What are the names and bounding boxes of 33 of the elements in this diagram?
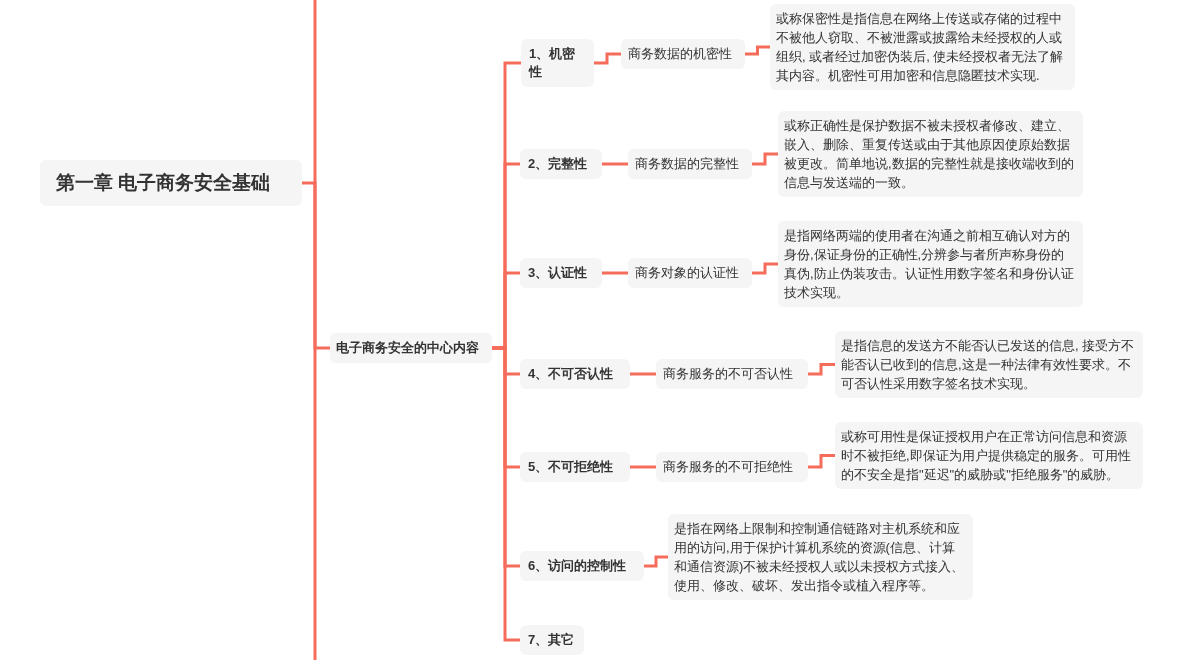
description-box: 或称正确性是保护数据不被未授权者修改、建立、嵌入、删除、重复传送或由于其他原因使原始数据被更改。简单地说,数据的完整性就是接收端收到的信息与发送端的一致。 — [778, 111, 1083, 197]
main-topic-box: 电子商务安全的中心内容 — [330, 333, 492, 363]
connector-line — [602, 271, 628, 275]
connector-line — [808, 454, 835, 469]
category-box: 4、不可否认性 — [520, 359, 630, 389]
description-box: 是指在网络上限制和控制通信链路对主机系统和应用的访问,用于保护计算机系统的资源(信息、计算和通信资源)不被未经授权人或以未授权方式接入、使用、修改、破坏、发出指令或植入程序等。 — [668, 514, 973, 600]
category-box: 1、机密性 — [521, 39, 594, 87]
connector-line — [630, 465, 656, 469]
connector-line — [302, 181, 330, 350]
subtopic-box: 商务服务的不可拒绝性 — [656, 452, 808, 482]
description-box: 是指信息的发送方不能否认已发送的信息, 接受方不能否认已收到的信息,这是一种法律有效性要求。不可否认性采用数字签名技术实现。 — [835, 331, 1143, 398]
subtopic-box: 商务对象的认证性 — [628, 258, 752, 288]
category-box: 3、认证性 — [520, 258, 602, 288]
description-box: 是指网络两端的使用者在沟通之前相互确认对方的身份,保证身份的正确性,分辨参与者所声称身份的真伪,防止伪装攻击。认证性用数字签名和身份认证技术实现。 — [778, 221, 1083, 307]
connector-line — [594, 52, 621, 65]
category-box: 6、访问的控制性 — [520, 551, 644, 581]
category-box: 2、完整性 — [520, 149, 602, 179]
subtopic-box: 商务服务的不可否认性 — [656, 359, 808, 389]
connector-line — [752, 262, 778, 275]
connector-line — [630, 372, 656, 376]
root-topic-box: 第一章 电子商务安全基础 — [40, 160, 302, 206]
subtopic-box: 商务数据的机密性 — [621, 39, 745, 69]
description-box: 或称可用性是保证授权用户在正常访问信息和资源时不被拒绝,即保证为用户提供稳定的服务。可用性的不安全是指"延迟"的威胁或"拒绝服务"的威胁。 — [835, 422, 1143, 489]
connector-line — [492, 346, 520, 642]
subtopic-box: 商务数据的完整性 — [628, 149, 752, 179]
connector-line — [644, 555, 668, 568]
connector-line — [602, 162, 628, 166]
connector-line — [745, 45, 770, 56]
description-box: 或称保密性是指信息在网络上传送或存储的过程中不被他人窃取、不被泄露或披露给未经授权的人或组织, 或者经过加密伪装后, 使未经授权者无法了解其内容。机密性可用加密和信息隐匿技术实现. — [770, 4, 1075, 90]
connector-line — [752, 152, 778, 166]
category-box: 7、其它 — [520, 625, 584, 655]
category-box: 5、不可拒绝性 — [520, 452, 630, 482]
connector-line — [808, 363, 835, 376]
